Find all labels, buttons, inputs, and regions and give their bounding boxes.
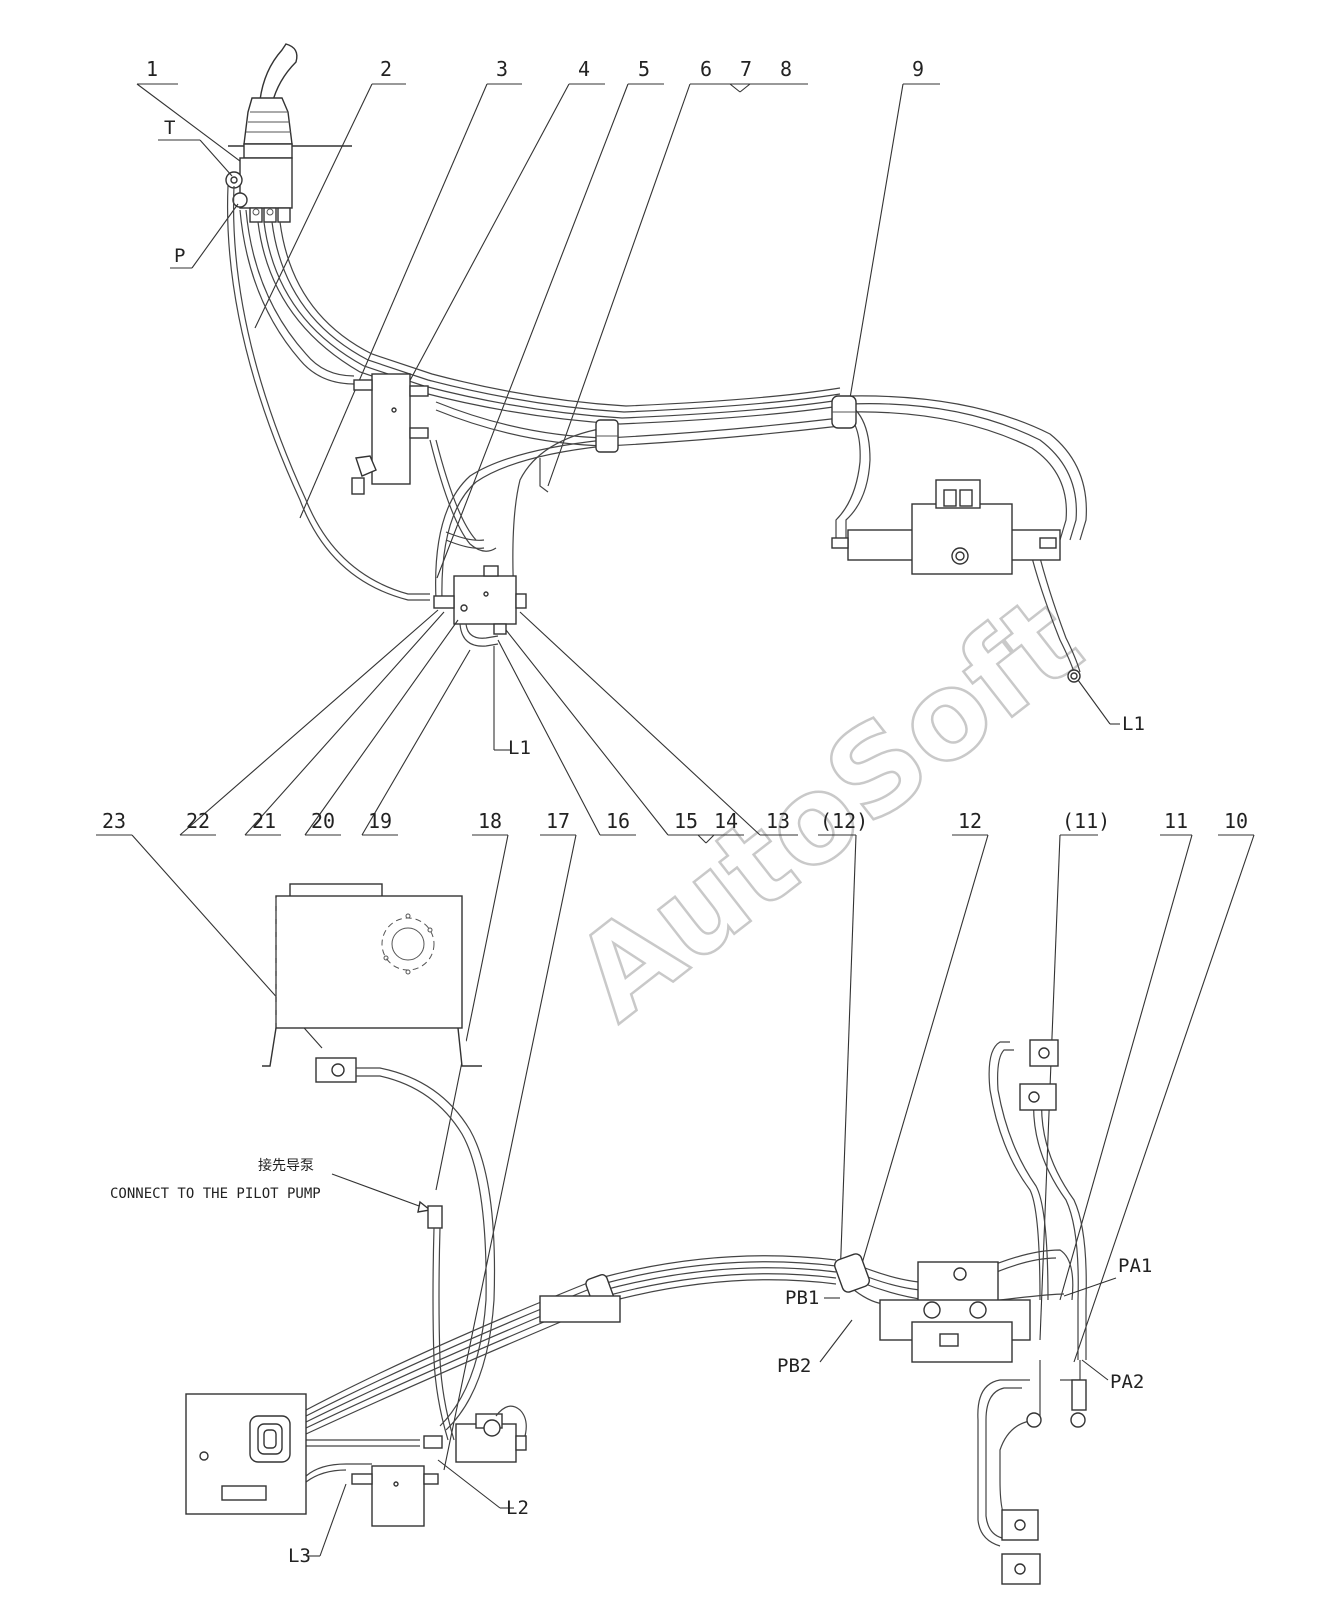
callout-4: 4	[578, 57, 590, 81]
callout-8: 8	[780, 57, 792, 81]
port-PA2-label: PA2	[1110, 1371, 1144, 1393]
pilot-pump-note: 接先导泵 CONNECT TO THE PILOT PUMP	[110, 1157, 443, 1229]
port-PB2-label: PB2	[777, 1355, 811, 1377]
port-PA1-label: PA1	[1118, 1255, 1152, 1277]
callout-19: 19	[368, 809, 392, 833]
hose-clamps-bottom	[539, 1253, 870, 1323]
pilot-lines-top	[227, 185, 1087, 673]
callout-2: 2	[380, 57, 392, 81]
callout-16: 16	[606, 809, 630, 833]
callout-6: 6	[700, 57, 712, 81]
callout-7: 7	[740, 57, 752, 81]
pilot-blocks-bottom: L2 L3	[288, 1405, 529, 1567]
valve-port-labels: PB1 PB2 PA1 PA2	[777, 1255, 1152, 1393]
callout-22: 22	[186, 809, 210, 833]
port-PB1-label: PB1	[785, 1287, 819, 1309]
note-zh: 接先导泵	[258, 1157, 314, 1174]
callout-5: 5	[638, 57, 650, 81]
hydraulic-tank	[262, 883, 482, 1083]
callout-11-ref: (11)	[1062, 809, 1110, 833]
port-T-label: T	[164, 117, 175, 139]
main-control-valve-top: L1	[831, 479, 1145, 735]
callout-12: 12	[958, 809, 982, 833]
callout-18: 18	[478, 809, 502, 833]
callout-10: 10	[1224, 809, 1248, 833]
callout-12-ref: (12)	[820, 809, 868, 833]
callout-9: 9	[912, 57, 924, 81]
port-P-label: P	[174, 245, 185, 267]
port-L1-top-label: L1	[1122, 713, 1145, 735]
port-L3-label: L3	[288, 1545, 311, 1567]
callout-1: 1	[146, 57, 158, 81]
port-L2-label: L2	[506, 1497, 529, 1519]
callout-17: 17	[546, 809, 570, 833]
block-4	[351, 373, 429, 495]
callout-13: 13	[766, 809, 790, 833]
callouts-top: 1 2 3 4 5 6 7 8 9	[136, 57, 940, 579]
callout-23: 23	[102, 809, 126, 833]
hose-clamps-top	[595, 395, 857, 453]
operator-console	[185, 1393, 307, 1515]
callout-3: 3	[496, 57, 508, 81]
callouts-mid: 23 22 21 20 19 18 17 16 15 14 13 (12) 12…	[96, 609, 1255, 1471]
pilot-joystick	[225, 43, 352, 223]
main-control-valve-bottom	[879, 1039, 1087, 1585]
pilot-block-center: L1	[433, 565, 531, 759]
callout-15: 15	[674, 809, 698, 833]
callout-14: 14	[714, 809, 738, 833]
joystick-port-labels: T P	[158, 117, 239, 269]
callout-20: 20	[311, 809, 335, 833]
note-en: CONNECT TO THE PILOT PUMP	[110, 1186, 321, 1202]
callout-21: 21	[252, 809, 276, 833]
port-L1-mid-label: L1	[508, 737, 531, 759]
callout-11: 11	[1164, 809, 1188, 833]
